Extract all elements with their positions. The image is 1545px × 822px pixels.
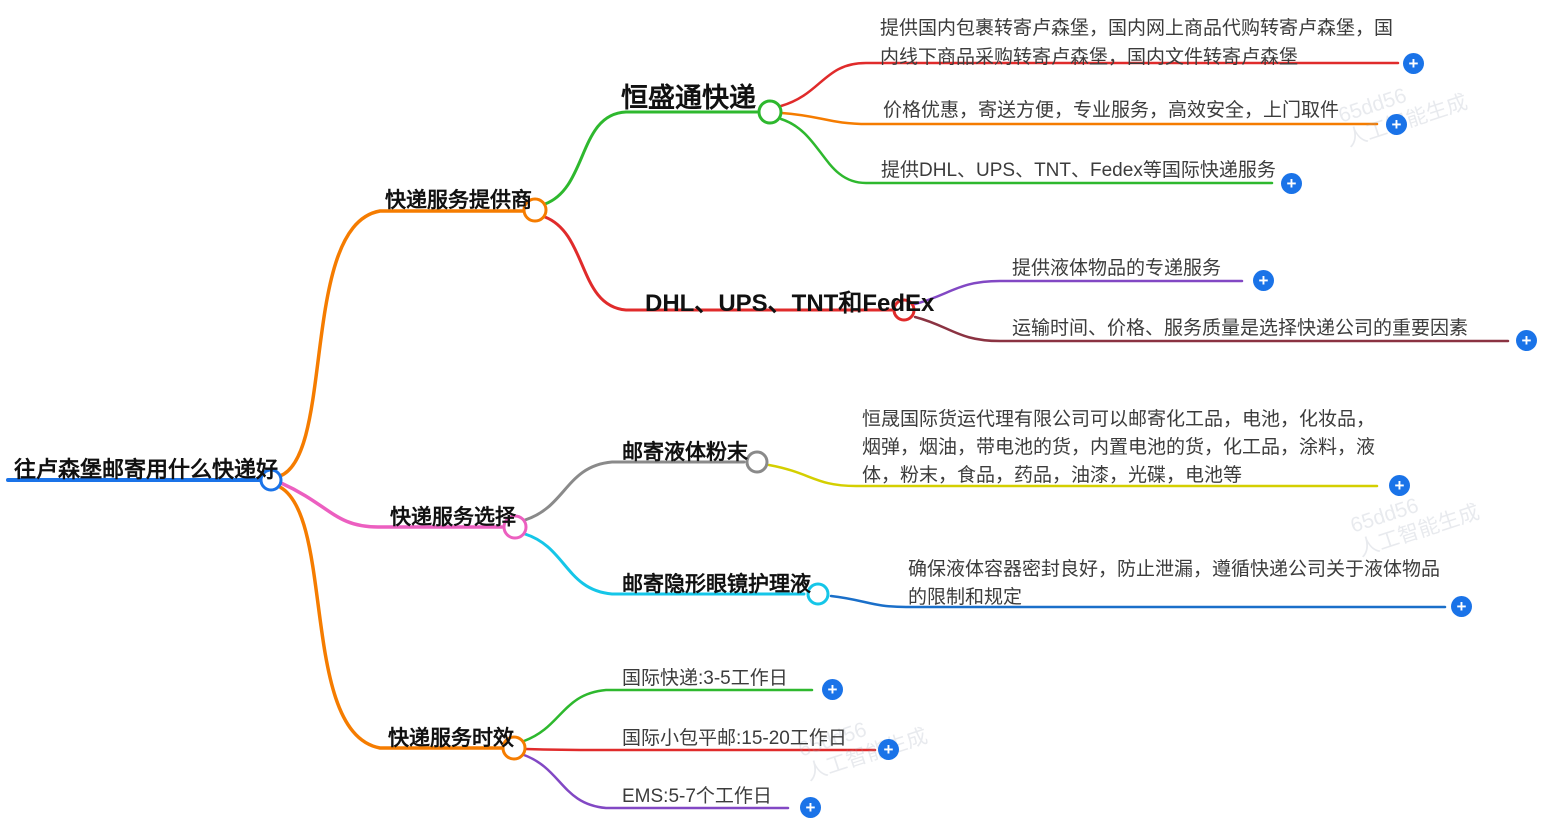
edge-lens-solution-detail bbox=[829, 594, 1447, 609]
leaf-text-intl-services[interactable]: 提供DHL、UPS、TNT、Fedex等国际快递服务 bbox=[881, 160, 1276, 181]
node-handle-lens-solution[interactable] bbox=[806, 582, 830, 606]
add-node-icon[interactable]: + bbox=[1451, 596, 1472, 617]
add-node-icon[interactable]: + bbox=[1389, 475, 1410, 496]
branch-label-selection[interactable]: 快递服务选择 bbox=[390, 506, 516, 529]
add-node-icon[interactable]: + bbox=[1403, 53, 1424, 74]
node-label-hengshengtong[interactable]: 恒盛通快递 bbox=[621, 83, 756, 113]
edge-providers-dhl bbox=[543, 215, 894, 312]
leaf-text-liquid-service[interactable]: 提供液体物品的专递服务 bbox=[1012, 258, 1222, 279]
leaf-text-advantages[interactable]: 价格优惠，寄送方便，专业服务，高效安全，上门取件 bbox=[883, 100, 1340, 121]
edge-timing-ems bbox=[522, 753, 790, 810]
leaf-text-forwarding[interactable]: 提供国内包裹转寄卢森堡，国内网上商品代购转寄卢森堡，国内线下商品采购转寄卢森堡，… bbox=[880, 18, 1394, 68]
node-handle-root[interactable] bbox=[259, 468, 283, 492]
edge-timing-smallpacket bbox=[524, 747, 877, 752]
leaf-text-intl-express-days[interactable]: 国际快递:3-5工作日 bbox=[622, 668, 788, 689]
edge-liquid-powder-detail bbox=[767, 463, 1379, 488]
node-handle-liquid-powder[interactable] bbox=[745, 450, 769, 474]
node-handle-hengshengtong[interactable] bbox=[757, 99, 783, 125]
root-node-label[interactable]: 往卢森堡邮寄用什么快递好 bbox=[14, 457, 279, 482]
node-handle-timing[interactable] bbox=[501, 735, 527, 761]
edge-timing-express bbox=[522, 688, 814, 743]
branch-label-providers[interactable]: 快递服务提供商 bbox=[385, 189, 532, 212]
node-handle-providers[interactable] bbox=[522, 197, 548, 223]
edge-selection-liquid-powder bbox=[523, 460, 746, 522]
leaf-text-ems-days[interactable]: EMS:5-7个工作日 bbox=[622, 786, 772, 807]
add-node-icon[interactable]: + bbox=[878, 739, 899, 760]
add-node-icon[interactable]: + bbox=[1386, 114, 1407, 135]
edge-root-selection bbox=[279, 481, 504, 529]
add-node-icon[interactable]: + bbox=[800, 797, 821, 818]
node-handle-selection[interactable] bbox=[502, 514, 528, 540]
node-label-liquid-powder[interactable]: 邮寄液体粉末 bbox=[622, 441, 748, 464]
edge-dhl-liquid-service bbox=[913, 279, 1244, 306]
add-node-icon[interactable]: + bbox=[822, 679, 843, 700]
node-label-dhl[interactable]: DHL、UPS、TNT和FedEx bbox=[645, 290, 935, 317]
node-handle-dhl[interactable] bbox=[892, 298, 916, 322]
edge-providers-hengshengtong bbox=[543, 110, 759, 206]
edge-hst-advantages bbox=[780, 111, 1379, 126]
branch-label-timing[interactable]: 快递服务时效 bbox=[388, 727, 514, 750]
node-label-lens-solution[interactable]: 邮寄隐形眼镜护理液 bbox=[622, 573, 811, 596]
leaf-text-liquid-powder-detail[interactable]: 恒晟国际货运代理有限公司可以邮寄化工品，电池，化妆品，烟弹，烟油，带电池的货，内… bbox=[862, 409, 1376, 486]
leaf-text-lens-solution-detail[interactable]: 确保液体容器密封良好，防止泄漏，遵循快递公司关于液体物品的限制和规定 bbox=[908, 559, 1441, 608]
add-node-icon[interactable]: + bbox=[1281, 173, 1302, 194]
add-node-icon[interactable]: + bbox=[1516, 330, 1537, 351]
leaf-text-factors[interactable]: 运输时间、价格、服务质量是选择快递公司的重要因素 bbox=[1012, 318, 1469, 339]
edge-hst-services bbox=[779, 117, 1274, 185]
edge-selection-lens-solution bbox=[523, 532, 806, 596]
add-node-icon[interactable]: + bbox=[1253, 270, 1274, 291]
edge-root-timing bbox=[278, 485, 503, 750]
edge-root-providers bbox=[278, 209, 525, 478]
edge-dhl-factors bbox=[913, 315, 1510, 343]
leaf-text-small-packet-days[interactable]: 国际小包平邮:15-20工作日 bbox=[622, 728, 847, 749]
edge-hst-forwarding bbox=[779, 61, 1400, 108]
